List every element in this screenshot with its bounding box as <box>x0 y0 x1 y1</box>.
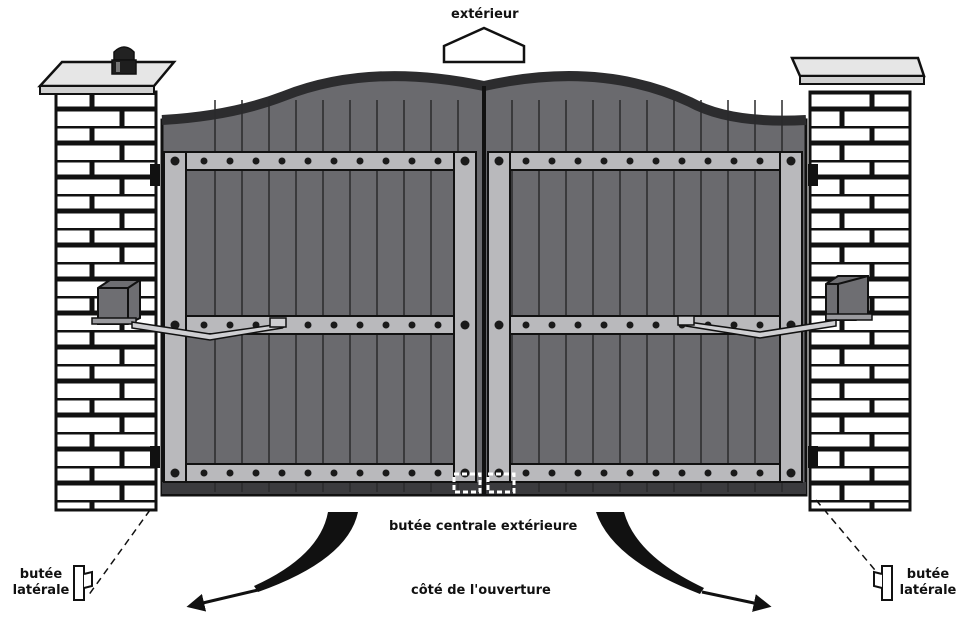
rivet <box>226 157 234 165</box>
rivet <box>730 469 738 477</box>
rivet <box>600 321 608 329</box>
central-stop-marker <box>452 472 516 494</box>
rivet <box>652 321 660 329</box>
exterior-direction-icon <box>442 26 526 64</box>
rivet <box>548 157 556 165</box>
rivet <box>304 157 312 165</box>
rivet <box>600 469 608 477</box>
rivet <box>756 321 764 329</box>
left-motor-arm <box>131 317 287 341</box>
rivet <box>678 157 686 165</box>
left-lateral-stop-icon <box>73 565 93 601</box>
rivet <box>408 321 416 329</box>
right-lateral-stop-label: butée latérale <box>898 567 958 599</box>
left-lateral-stop-label: butée latérale <box>12 567 70 599</box>
right-motor <box>825 275 873 321</box>
rivet <box>494 320 504 330</box>
left-leaf-frame <box>163 151 477 483</box>
rivet <box>278 469 286 477</box>
left-lateral-stop-line1: butée <box>19 567 63 582</box>
left-motor <box>91 279 141 325</box>
rivet <box>522 469 530 477</box>
rivet <box>574 321 582 329</box>
rivet <box>226 321 234 329</box>
right-lateral-stop-line2: latérale <box>899 583 957 598</box>
right-lateral-stop-line1: butée <box>906 567 950 582</box>
left-pillar-cap <box>37 60 177 88</box>
left-lateral-stop-line2: latérale <box>12 583 70 598</box>
rivet <box>408 157 416 165</box>
right-leaf-frame <box>487 151 803 483</box>
left-stop-guide-line <box>87 509 151 597</box>
rivet <box>756 469 764 477</box>
rivet <box>626 469 634 477</box>
rivet <box>252 469 260 477</box>
rivet <box>548 469 556 477</box>
rivet <box>574 157 582 165</box>
rivet <box>786 468 796 478</box>
rivet <box>704 157 712 165</box>
opening-side-label: côté de l'ouverture <box>411 583 551 598</box>
rivet <box>626 321 634 329</box>
rivet <box>356 469 364 477</box>
rivet <box>730 157 738 165</box>
left-pillar <box>37 46 177 512</box>
rivet <box>522 321 530 329</box>
rivet <box>434 157 442 165</box>
hinges <box>150 164 818 468</box>
central-stop-label: butée centrale extérieure <box>389 519 578 534</box>
rivet <box>330 157 338 165</box>
rivet <box>600 157 608 165</box>
right-lateral-stop-icon <box>873 565 893 601</box>
rivet <box>304 469 312 477</box>
rivet <box>626 157 634 165</box>
rivet <box>678 469 686 477</box>
rivet <box>200 157 208 165</box>
rivet <box>460 320 470 330</box>
rivet <box>730 321 738 329</box>
rivet <box>356 321 364 329</box>
opening-arrow-right <box>596 512 772 612</box>
rivet <box>574 469 582 477</box>
rivet <box>200 469 208 477</box>
rivet <box>382 321 390 329</box>
rivet <box>226 469 234 477</box>
rivet <box>170 468 180 478</box>
rivet <box>170 156 180 166</box>
opening-arrow-left <box>186 512 358 612</box>
rivet <box>200 321 208 329</box>
rivet <box>330 321 338 329</box>
gate <box>160 71 808 497</box>
rivet <box>652 157 660 165</box>
rivet <box>330 469 338 477</box>
warning-lamp-icon <box>111 46 137 75</box>
right-stop-guide-line <box>815 499 881 577</box>
right-pillar-cap <box>790 56 926 78</box>
rivet <box>434 321 442 329</box>
rivet <box>494 156 504 166</box>
rivet <box>170 320 180 330</box>
rivet <box>522 157 530 165</box>
rivet <box>756 157 764 165</box>
rivet <box>304 321 312 329</box>
rivet <box>382 157 390 165</box>
rivet <box>408 469 416 477</box>
rivet <box>252 157 260 165</box>
rivet <box>434 469 442 477</box>
exterior-label: extérieur <box>451 7 519 22</box>
right-motor-arm <box>677 315 837 339</box>
rivet <box>704 469 712 477</box>
rivet <box>786 156 796 166</box>
rivet <box>278 157 286 165</box>
rivet <box>652 469 660 477</box>
rivet <box>382 469 390 477</box>
rivets <box>170 156 796 478</box>
rivet <box>460 156 470 166</box>
rivet <box>356 157 364 165</box>
rivet <box>548 321 556 329</box>
